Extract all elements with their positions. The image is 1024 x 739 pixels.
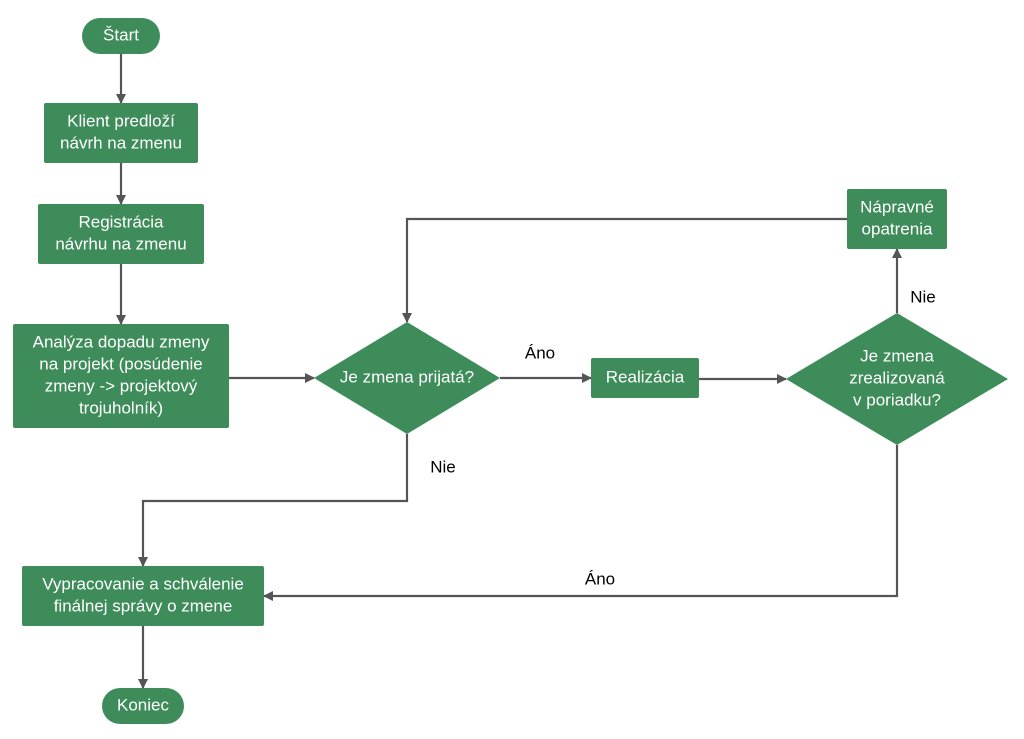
node-label-line: trojuholník) — [79, 398, 163, 417]
node-corrective-actions: Nápravné opatrenia — [847, 189, 947, 249]
node-label-line: Koniec — [117, 695, 169, 714]
node-implementation: Realizácia — [591, 358, 699, 398]
node-final-report: Vypracovanie a schválenie finálnej správy… — [22, 566, 264, 626]
node-label-line: finálnej správy o zmene — [54, 596, 233, 615]
process-box-shape — [44, 103, 198, 163]
node-client-submit: Klient predloží návrh na zmenu — [44, 103, 198, 163]
decision-diamond-shape — [786, 313, 1008, 445]
decision-diamond-shape — [314, 322, 500, 434]
process-box-shape — [22, 566, 264, 626]
connectors — [116, 54, 902, 689]
terminal-shape — [82, 18, 160, 54]
node-registration: Registrácia návrhu na zmenu — [38, 204, 204, 264]
node-label-line: na projekt (posúdenie — [39, 354, 203, 373]
node-label-line: zrealizovaná — [849, 368, 945, 387]
node-label-line: návrhu na zmenu — [55, 234, 186, 253]
node-label-line: opatrenia — [862, 219, 933, 238]
node-label-line: Nápravné — [860, 197, 934, 216]
node-label-line: Analýza dopadu zmeny — [33, 332, 210, 351]
node-label-line: Je zmena — [860, 346, 934, 365]
node-accepted-decision: Je zmena prijatá? — [314, 322, 500, 434]
node-label-line: Registrácia — [78, 212, 164, 231]
node-end: Koniec — [102, 688, 184, 724]
process-box-shape — [591, 358, 699, 398]
edge-label-nie: Nie — [430, 457, 456, 476]
node-ok-decision: Je zmena zrealizovaná v poriadku? — [786, 313, 1008, 445]
node-label-line: zmeny -> projektový — [45, 376, 198, 395]
edge-label-ano: Áno — [585, 569, 615, 588]
arrow-accepted-decision-to-final-report — [138, 434, 409, 567]
node-impact-analysis: Analýza dopadu zmeny na projekt (posúdeni… — [13, 324, 229, 428]
process-box-shape — [38, 204, 204, 264]
node-label-line: návrh na zmenu — [60, 133, 182, 152]
arrow-ok-decision-to-final-report — [263, 445, 899, 601]
terminal-shape — [102, 688, 184, 724]
arrow-corrective-actions-to-accepted-decision — [402, 217, 847, 323]
process-box-shape — [13, 324, 229, 428]
process-box-shape — [847, 189, 947, 249]
edge-label-ano: Áno — [525, 343, 555, 362]
node-label-line: Štart — [103, 25, 139, 44]
node-label-line: Realizácia — [606, 367, 685, 386]
node-label-line: Klient predloží — [67, 111, 175, 130]
node-label-line: v poriadku? — [853, 390, 941, 409]
node-start: Štart — [82, 18, 160, 54]
edge-label-nie: Nie — [910, 287, 936, 306]
node-label-line: Vypracovanie a schválenie — [42, 574, 244, 593]
node-label-line: Je zmena prijatá? — [340, 367, 474, 386]
